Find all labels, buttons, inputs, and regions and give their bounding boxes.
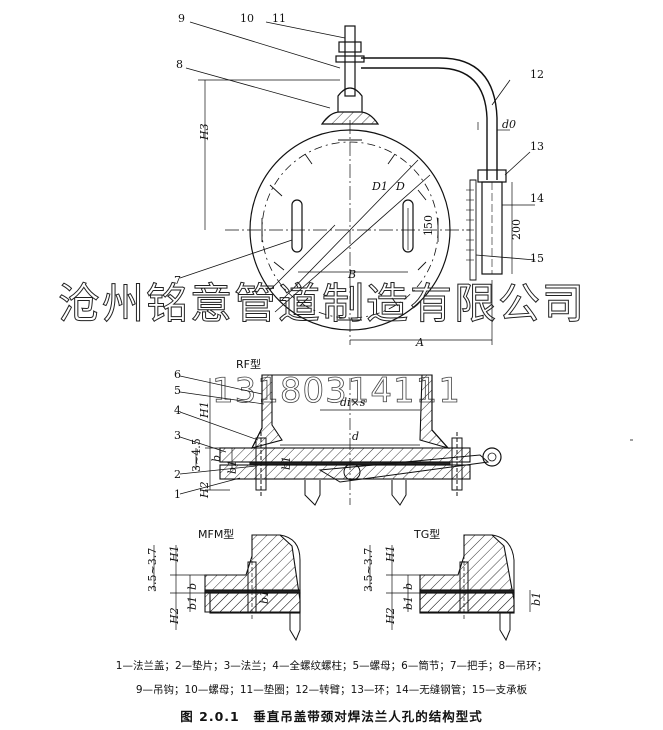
dim-a: A	[415, 336, 424, 349]
dim-150: 150	[422, 215, 435, 236]
rf-bolts	[255, 432, 463, 498]
tg-dim-h1: H1	[384, 545, 397, 563]
dim-d: D	[395, 180, 405, 193]
legend-line-2: 9—吊钩；10—螺母；11—垫圈；12—转臂；13—环；14—无缝钢管；15—支…	[135, 684, 528, 696]
tg-labels: TG型 H1 H2 3.5~3.7 b b1 b1	[362, 527, 543, 625]
d-line	[274, 174, 431, 313]
figure-caption: 图 2.0.1 垂直吊盖带颈对焊法兰人孔的结构型式	[180, 709, 483, 724]
manhole-drawing: 9 10 11 8 12 13 14 15 7 H3 D1 D d0 150 2…	[58, 12, 633, 642]
label-6: 6	[174, 368, 181, 381]
label-12: 12	[530, 68, 544, 81]
tg-dim-b1: b1	[402, 596, 415, 610]
support-plate	[469, 179, 477, 281]
mfm-dim-b1-right: b1	[258, 590, 271, 604]
d1-line	[281, 159, 419, 301]
rf-section	[179, 374, 633, 506]
handle-slot-right	[402, 199, 414, 253]
label-13: 13	[530, 140, 544, 153]
mfm-dim-h1: H1	[168, 545, 181, 563]
label-5: 5	[174, 384, 181, 397]
rf-dim-b1: b1	[226, 460, 239, 474]
dim-d1: D1	[371, 180, 388, 193]
rf-handle-right	[391, 480, 407, 506]
tg-dim-range: 3.5~3.7	[362, 548, 375, 592]
label-10: 10	[240, 12, 254, 25]
hook-washer	[335, 55, 365, 63]
rf-dim-h1: H1	[198, 401, 211, 419]
rf-dim-range: 3~4.5	[190, 438, 203, 472]
rf-title: RF型	[236, 357, 261, 371]
dim-b: B	[347, 268, 356, 281]
watermark-phone: 13180314111	[212, 371, 461, 411]
dim-200: 200	[510, 219, 523, 240]
mfm-section	[153, 534, 301, 642]
rf-dim-b: b	[210, 455, 223, 462]
label-11: 11	[272, 12, 286, 25]
top-labels: 9 10 11 8 12 13 14 15 7 H3 D1 D d0 150 2…	[174, 12, 544, 349]
mfm-dim-h2: H2	[168, 607, 181, 625]
ring	[477, 169, 507, 183]
tg-section	[369, 534, 531, 642]
bolt-marks	[261, 139, 439, 321]
label-2: 2	[174, 468, 181, 481]
handle-slot-left	[291, 199, 303, 253]
tg-dim-h2: H2	[384, 607, 397, 625]
rf-dim-d: d	[352, 430, 359, 443]
top-view	[179, 21, 536, 345]
hook-bolt	[344, 25, 356, 97]
label-7: 7	[174, 274, 181, 287]
tg-title: TG型	[413, 527, 440, 541]
label-14: 14	[530, 192, 544, 205]
watermark-company: 沧州铭意管道制造有限公司	[58, 279, 586, 328]
label-15: 15	[530, 252, 544, 265]
mfm-dim-b: b	[186, 583, 199, 590]
label-3: 3	[174, 429, 181, 442]
tg-dim-b2: b1	[530, 592, 543, 606]
rf-hinge-eye	[482, 447, 502, 467]
dim-d0: d0	[502, 118, 516, 131]
rf-dim-h2: H2	[198, 481, 211, 499]
mfm-title: MFM型	[198, 527, 234, 541]
rf-dim-dixs: di×s	[340, 396, 366, 409]
label-1: 1	[174, 488, 181, 501]
rf-handle-left	[304, 480, 321, 506]
rf-dim-b1-right: b1	[280, 456, 293, 470]
legend-line-1: 1—法兰盖；2—垫片；3—法兰；4—全螺纹螺柱；5—螺母；6—筒节；7—把手；8…	[115, 660, 548, 672]
rf-labels: RF型 6 5 4 3 2 1 H1 H2 3~4.5 b b1 b1 d di…	[174, 357, 366, 501]
mfm-dim-b1: b1	[186, 596, 199, 610]
hook-nut	[338, 41, 362, 53]
tg-dim-b: b	[402, 583, 415, 590]
swing-arm	[361, 57, 498, 180]
label-9: 9	[178, 12, 185, 25]
lifting-lug	[320, 111, 380, 125]
rf-flange-cover	[219, 464, 471, 480]
mfm-labels: MFM型 H1 H2 3.5~3.7 b b1 b1	[146, 527, 271, 625]
dim-h3: H3	[198, 123, 211, 141]
label-8: 8	[176, 58, 183, 71]
label-4: 4	[174, 404, 181, 417]
mfm-dim-range: 3.5~3.7	[146, 548, 159, 592]
rf-hinge-arm	[318, 454, 490, 483]
rf-neck-hatch	[250, 374, 283, 449]
